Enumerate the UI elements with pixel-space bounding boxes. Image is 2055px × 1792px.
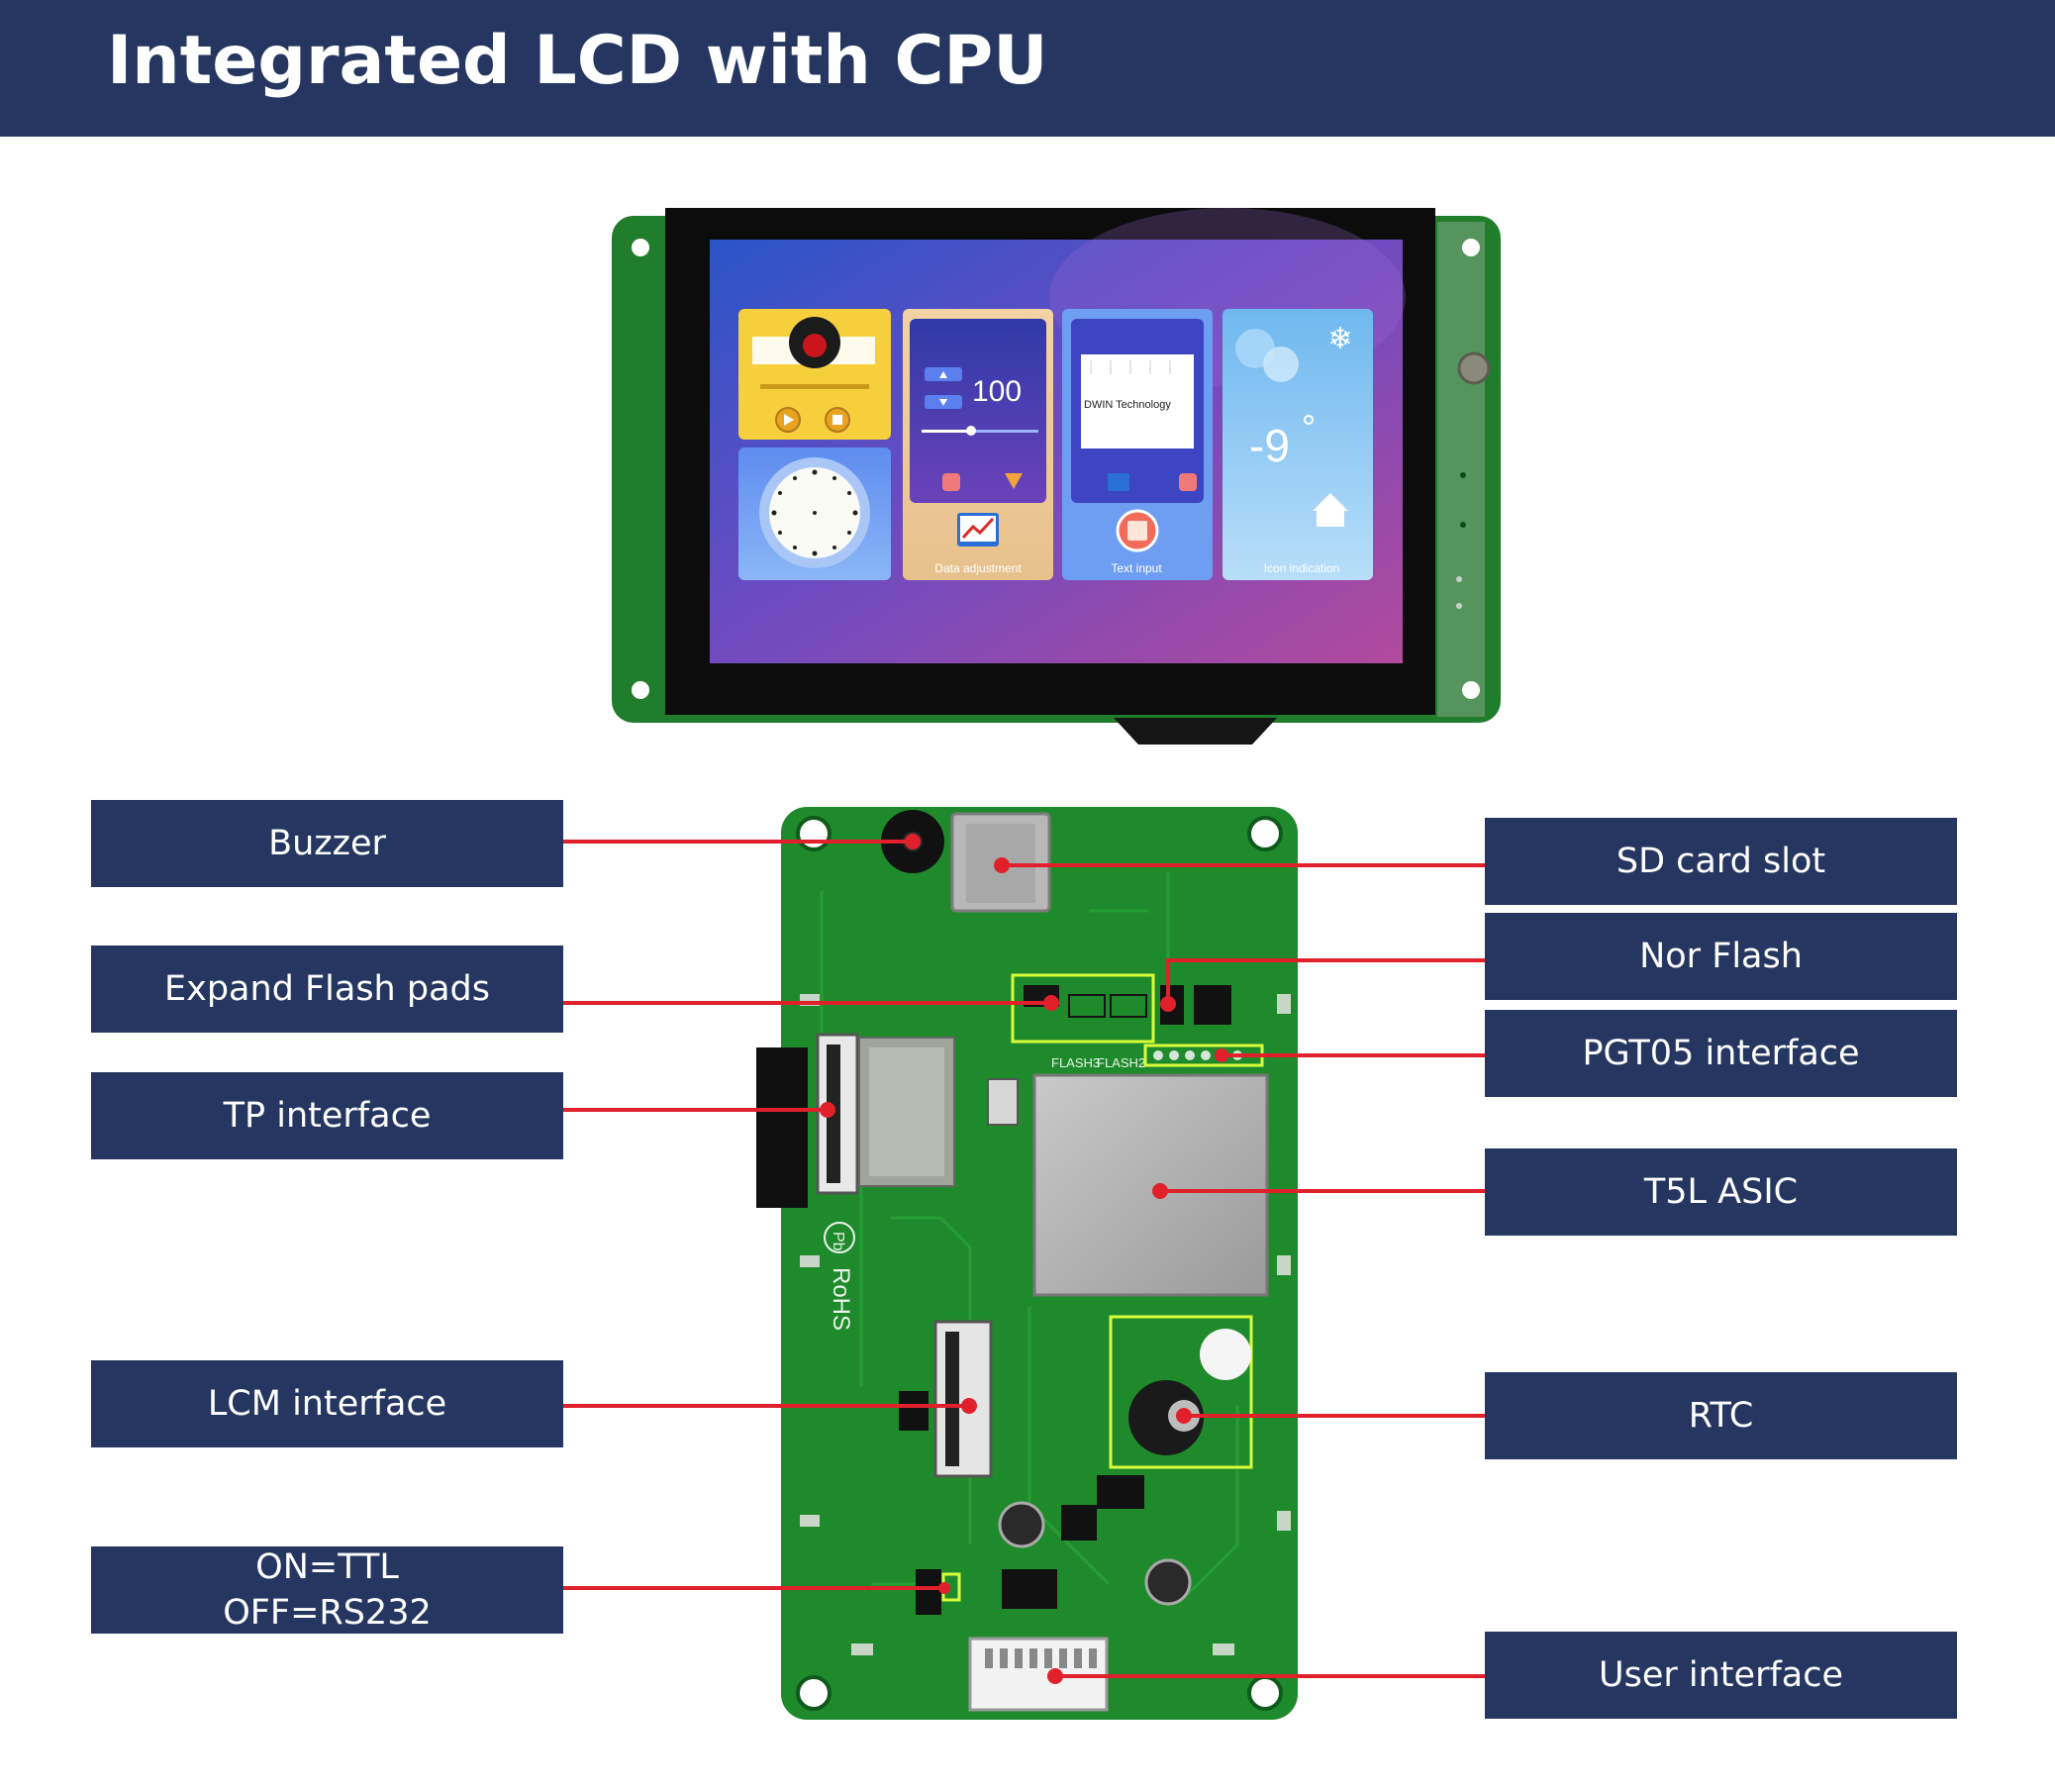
rtc-battery [1128, 1380, 1204, 1455]
value-readout: 100 [972, 375, 1022, 408]
label-text: Expand Flash pads [164, 969, 490, 1009]
tile-caption: Icon indication [1264, 561, 1340, 575]
temperature-readout: -9 [1249, 420, 1290, 471]
label-text: Buzzer [268, 824, 386, 863]
flex-cable [1114, 718, 1277, 745]
lcm-connector [933, 1320, 993, 1478]
callout-line-nor-flash [1166, 958, 1485, 1004]
tile-caption: Data adjustment [934, 561, 1022, 575]
tile-clock [738, 448, 891, 580]
mount-hole [632, 681, 649, 699]
label-text: RTC [1688, 1396, 1754, 1436]
label-rtc: RTC [1485, 1372, 1957, 1459]
label-text-line1: ON=TTL [255, 1547, 399, 1587]
nor-flash-chip-2 [1194, 985, 1231, 1025]
small-connector [987, 1078, 1019, 1126]
snowflake-icon: ❄ [1327, 322, 1352, 356]
tile-caption: Text input [1111, 561, 1162, 575]
capacitor [998, 1501, 1045, 1548]
label-text: T5L ASIC [1643, 1172, 1799, 1212]
tile-text-input: DWIN Technology Text input [1062, 309, 1213, 580]
mount-hole [1462, 239, 1480, 256]
silk-flash3: FLASH3 [1051, 1055, 1100, 1070]
label-user-interface: User interface [1485, 1632, 1957, 1719]
tile-icon-indication: ❄ -9 Icon indication [1223, 309, 1373, 580]
label-pgt05-interface: PGT05 interface [1485, 1010, 1957, 1097]
label-text: LCM interface [207, 1384, 447, 1424]
silk-flash2: FLASH2 [1097, 1055, 1145, 1070]
label-nor-flash: Nor Flash [1485, 913, 1957, 1000]
rtc-highlight [1109, 1315, 1253, 1469]
silk-pb: Pb [830, 1232, 846, 1251]
lcd-module: 100 Data adjustment DWIN Technology [612, 208, 1501, 745]
brand-text: DWIN Technology [1084, 399, 1171, 411]
label-t5l-asic: T5L ASIC [1485, 1148, 1957, 1236]
ic-chip [1002, 1569, 1057, 1609]
label-text: Nor Flash [1639, 937, 1803, 976]
label-text: TP interface [223, 1096, 432, 1136]
mount-hole [632, 239, 649, 256]
callout-lines [563, 840, 1485, 1678]
title-banner: Integrated LCD with CPU [0, 0, 2055, 137]
rtc-crystal [1200, 1329, 1251, 1380]
ic-chip [899, 1391, 929, 1431]
page-title: Integrated LCD with CPU [107, 22, 1048, 100]
pcb-board: FLASH3 FLASH2 RoHS Pb [756, 807, 1298, 1720]
home-icon [1313, 493, 1348, 527]
label-ttl-rs232: ON=TTL OFF=RS232 [91, 1546, 563, 1634]
label-text: User interface [1599, 1655, 1843, 1695]
label-lcm-interface: LCM interface [91, 1360, 563, 1447]
callout-dots [820, 834, 1228, 1684]
expand-flash-highlight [1011, 973, 1155, 1044]
buzzer-top [1457, 351, 1491, 385]
tile-music-player [738, 309, 891, 440]
label-expand-flash-pads: Expand Flash pads [91, 946, 563, 1033]
tile-data-adjustment: 100 Data adjustment [903, 309, 1053, 580]
label-text-line2: OFF=RS232 [223, 1593, 432, 1633]
t5l-asic-shield [1032, 1073, 1269, 1297]
label-sd-card-slot: SD card slot [1485, 818, 1957, 905]
capacitor [1144, 1558, 1192, 1606]
mount-hole [1462, 681, 1480, 699]
label-text: SD card slot [1615, 842, 1826, 881]
side-connector [756, 1047, 808, 1208]
label-tp-interface: TP interface [91, 1072, 563, 1159]
silk-rohs: RoHS [828, 1267, 854, 1331]
label-buzzer: Buzzer [91, 800, 563, 887]
label-text: PGT05 interface [1582, 1034, 1860, 1073]
